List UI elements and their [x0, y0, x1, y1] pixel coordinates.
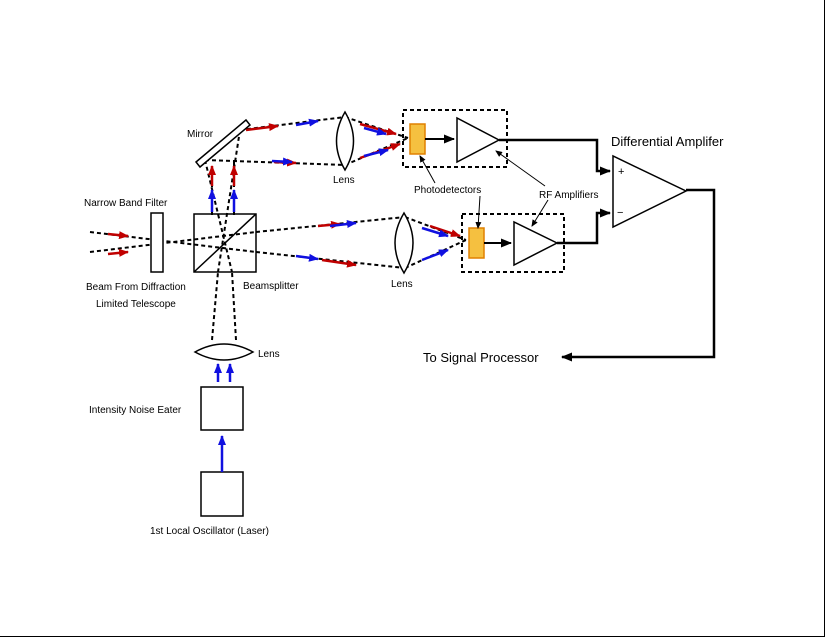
minus-sign: −: [617, 207, 623, 219]
differential-amplifier: [612, 154, 688, 229]
beam-source-label-line2: Limited Telescope: [96, 299, 176, 310]
narrow-band-filter: [150, 212, 164, 273]
rf-amplifier-upper: [456, 116, 501, 164]
lens-top-label: Lens: [333, 175, 355, 186]
rf-amplifiers-label: RF Amplifiers: [539, 190, 598, 201]
beam-paths: [89, 116, 467, 341]
lens-bottom: [193, 343, 255, 361]
local-oscillator-label: 1st Local Oscillator (Laser): [150, 526, 269, 537]
photodetectors-label: Photodetectors: [414, 185, 481, 196]
mirror-label: Mirror: [187, 129, 214, 140]
beamsplitter-label: Beamsplitter: [243, 281, 299, 292]
to-signal-processor-label: To Signal Processor: [423, 350, 539, 365]
wiring: [499, 138, 716, 362]
plus-sign: +: [618, 166, 624, 178]
intensity-noise-eater-box: [200, 386, 244, 431]
photodetector-lower: [468, 227, 485, 259]
lens-bottom-label: Lens: [258, 349, 280, 360]
lens-top: [335, 110, 355, 172]
lower-detector-module: [461, 213, 565, 273]
differential-amplifier-label: Differential Amplifer: [611, 134, 724, 149]
rf-amplifier-lower: [513, 220, 559, 267]
intensity-noise-eater-label: Intensity Noise Eater: [89, 405, 182, 416]
local-oscillator-box: [200, 471, 244, 517]
photodetector-upper: [409, 123, 426, 155]
lo-beam-arrows: [208, 118, 449, 462]
upper-detector-module: [402, 109, 508, 168]
mirror: [194, 118, 252, 169]
narrow-band-filter-label: Narrow Band Filter: [84, 198, 168, 209]
lens-right-label: Lens: [391, 279, 413, 290]
lens-right: [394, 211, 414, 275]
beam-source-label-line1: Beam From Diffraction: [86, 282, 186, 293]
label-pointers: [419, 150, 549, 229]
beamsplitter: [193, 213, 257, 273]
